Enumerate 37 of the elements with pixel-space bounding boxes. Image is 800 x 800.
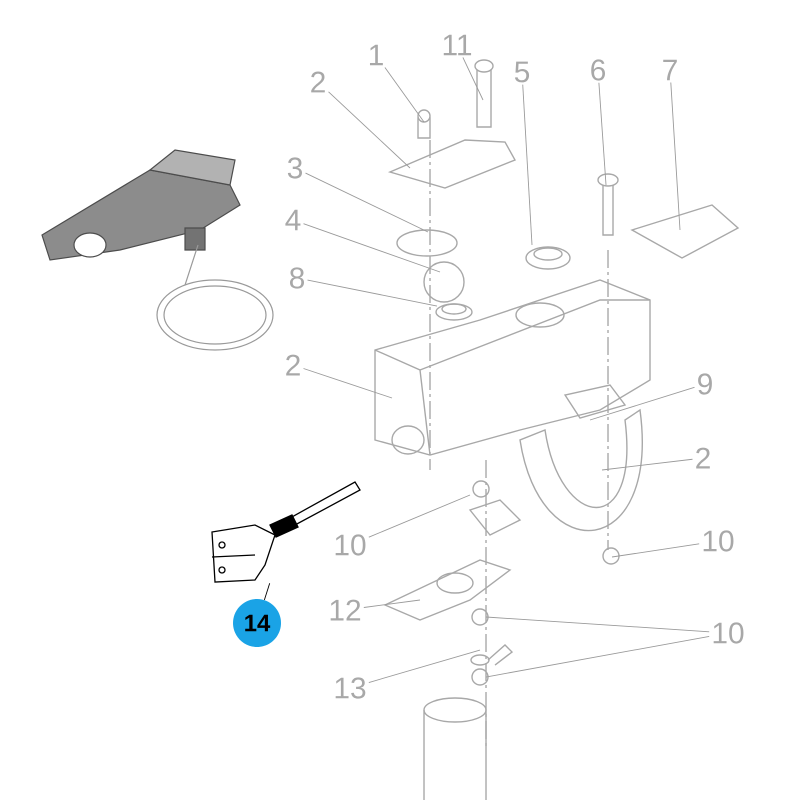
- leader-line: [602, 458, 693, 470]
- leader-line: [384, 67, 424, 122]
- callout-badge: 14: [233, 599, 281, 647]
- leader-line: [363, 600, 420, 608]
- leader-line: [303, 368, 392, 398]
- callout-number: 5: [514, 62, 530, 82]
- leader-line: [598, 82, 606, 186]
- callout-number: 1: [370, 44, 383, 66]
- callout-number: 2: [696, 448, 710, 468]
- callout-number: 2: [286, 354, 300, 376]
- callout-number: 10: [714, 622, 744, 644]
- leader-line: [368, 494, 470, 538]
- callout-number: 11: [444, 34, 472, 56]
- leader-line: [486, 616, 710, 632]
- callout-number: 9: [698, 373, 712, 395]
- callout-number: 12: [330, 600, 360, 620]
- leader-line: [462, 57, 484, 100]
- leader-line: [264, 582, 270, 600]
- callout-number: 3: [288, 157, 302, 179]
- leader-line: [670, 82, 680, 230]
- callout-number: 4: [285, 210, 300, 230]
- callout-number: 8: [290, 267, 304, 289]
- callout-number: 10: [704, 530, 734, 552]
- leader-line: [305, 172, 428, 232]
- leader-line: [612, 543, 700, 558]
- callout-number: 10: [336, 534, 366, 556]
- leader-line: [368, 650, 480, 683]
- leader-line: [303, 223, 440, 272]
- leader-line: [590, 386, 695, 420]
- leader-line: [328, 91, 410, 168]
- leader-line: [307, 280, 438, 306]
- callout-number: 7: [663, 60, 677, 80]
- leader-line: [522, 84, 532, 246]
- callout-number: 13: [336, 677, 366, 699]
- leader-line: [486, 636, 710, 678]
- callout-number: 6: [591, 59, 605, 81]
- callout-number: 2: [311, 72, 325, 92]
